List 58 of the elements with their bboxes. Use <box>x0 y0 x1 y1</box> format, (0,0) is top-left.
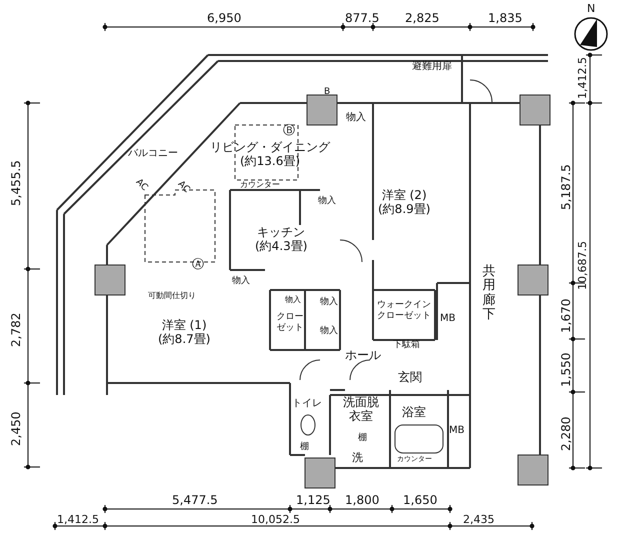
dimension-label: 1,835 <box>488 12 522 24</box>
dimension-label: 1,670 <box>560 298 572 333</box>
dimension-label: 5,187.5 <box>560 164 572 210</box>
room-area: (約4.3畳) <box>255 239 308 254</box>
dimension-label: 1,412.5 <box>57 514 99 525</box>
storage-label: 物入 <box>318 197 336 206</box>
note-label: 避難用扉 <box>412 62 452 72</box>
symbol-label: AC <box>176 180 191 196</box>
storage-label: 棚 <box>358 434 367 443</box>
dimension-label: 1,412.5 <box>577 57 588 99</box>
room-name: トイレ <box>292 398 322 410</box>
dimension-label: 6,950 <box>207 12 242 24</box>
area-label: バルコニー <box>128 148 178 160</box>
dimension-label: 1,125 <box>296 494 330 506</box>
storage-label: 物入 <box>346 113 366 123</box>
dimension-label: 2,825 <box>405 12 440 24</box>
dimension-label: 1,650 <box>403 494 438 506</box>
room-name: リビング・ダイニング <box>210 140 330 154</box>
dimension-label: 10,052.5 <box>251 514 300 525</box>
room-name: キッチン <box>256 225 306 240</box>
note-label: 可動間仕切り <box>148 292 196 300</box>
dimension-label: 5,477.5 <box>172 494 218 506</box>
dimension-label: 2,435 <box>463 514 494 525</box>
dimension-label: 2,782 <box>10 312 22 347</box>
dimension-label: 2,450 <box>10 412 22 446</box>
dimension-label: 2,280 <box>560 416 572 451</box>
room-name: 共用廊下 <box>482 265 496 322</box>
fixture-label: 洗 <box>352 452 363 463</box>
room-area: (約13.6畳) <box>210 154 330 169</box>
dimension-label: 10,687.5 <box>577 241 588 290</box>
room-name: 洗面脱衣室 <box>343 395 379 424</box>
room-name: 洋室 (1) <box>160 318 208 332</box>
dimension-label: 877.5 <box>345 12 380 24</box>
room-name: MB <box>449 425 464 437</box>
symbol-label: Ⓑ <box>283 124 295 136</box>
symbol-label: Ⓐ <box>192 258 204 270</box>
symbol-label: AC <box>134 178 149 194</box>
dimension-label: 1,800 <box>345 494 380 506</box>
room-name: 浴室 <box>402 405 426 420</box>
dimension-label: 1,550 <box>560 352 572 387</box>
north-label: N <box>587 3 596 14</box>
room-name: クローゼット <box>276 312 304 334</box>
room-name: 玄関 <box>398 370 422 384</box>
storage-label: 物入 <box>285 296 301 304</box>
room-area: (約8.9畳) <box>378 202 430 217</box>
storage-label: 下駄箱 <box>393 341 420 350</box>
room-name: 洋室 (2) <box>380 188 428 202</box>
storage-label: 物入 <box>320 327 338 336</box>
room-name: ホール <box>345 348 381 362</box>
storage-label: 棚 <box>300 443 309 452</box>
dimension-label: 5,455.5 <box>10 160 22 206</box>
room-name: ウォークインクローゼット <box>377 300 431 322</box>
room-area: (約8.7畳) <box>158 332 210 347</box>
fixture-label: カウンター <box>240 181 280 189</box>
storage-label: 物入 <box>320 298 338 307</box>
symbol-label: B <box>324 88 330 97</box>
room-name: MB <box>440 313 456 325</box>
storage-label: 物入 <box>232 277 250 286</box>
